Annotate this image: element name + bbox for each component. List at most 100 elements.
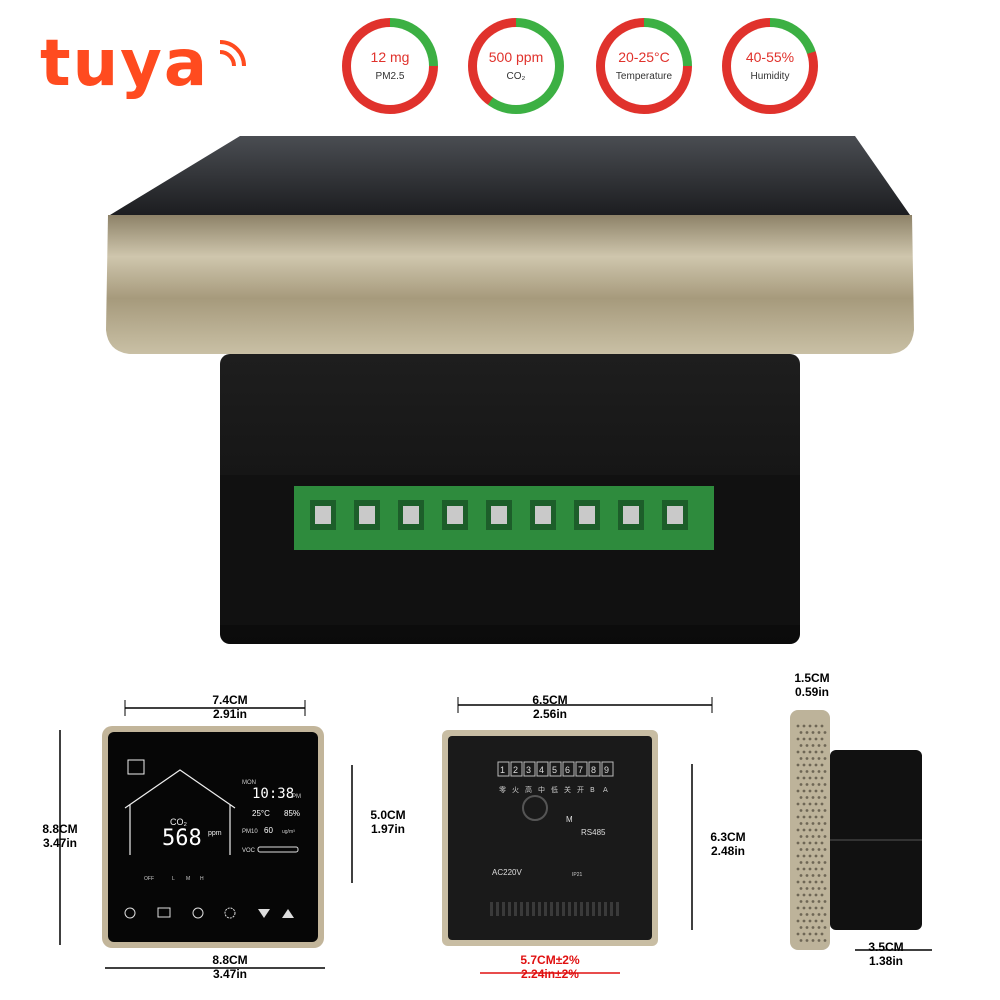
perforation-dot xyxy=(817,783,821,786)
wifi-wave-icon xyxy=(219,40,246,67)
perforation-dot xyxy=(814,919,818,923)
pm10-unit: ug/m³ xyxy=(282,829,295,835)
back-terminal-box xyxy=(588,761,601,777)
perforation-dot xyxy=(820,789,824,793)
perforation-dot xyxy=(796,737,800,741)
perforation-dot xyxy=(799,887,803,890)
settings-icon[interactable] xyxy=(224,907,236,919)
perforation-dot xyxy=(817,822,821,825)
perforation-dot xyxy=(805,939,809,942)
perforation-dot xyxy=(796,880,800,884)
vent-slot xyxy=(604,902,607,916)
vent-slot xyxy=(580,902,583,916)
perforation-dot xyxy=(817,913,821,916)
perforation-dot xyxy=(808,854,812,858)
perforation-dot xyxy=(820,737,824,741)
perforation-dot xyxy=(823,822,827,825)
back-terminal-box xyxy=(562,761,575,777)
day-label: MON xyxy=(242,780,256,786)
back-terminal-number: 2 xyxy=(513,765,518,775)
perforation-dot xyxy=(799,926,803,929)
perforation-dot xyxy=(805,744,809,747)
back-terminal-label: 关 xyxy=(564,785,571,794)
perforation-dot xyxy=(796,919,800,923)
perforation-dot xyxy=(802,750,806,754)
perforation-dot xyxy=(814,906,818,910)
perforation-dot xyxy=(820,724,824,728)
perforation-dot xyxy=(796,815,800,819)
up-arrow-icon[interactable] xyxy=(282,909,294,918)
perforation-dot xyxy=(817,900,821,903)
terminal-screw-head xyxy=(315,506,331,524)
perforation-dot xyxy=(820,893,824,897)
perforation-dot xyxy=(823,835,827,838)
perforation-dot xyxy=(817,926,821,929)
back-terminal-number: 8 xyxy=(591,765,596,775)
back-terminal-number: 1 xyxy=(500,765,505,775)
perforation-dot xyxy=(802,880,806,884)
fan-off: OFF xyxy=(144,876,154,882)
back-terminal-box xyxy=(497,761,510,777)
house-outline xyxy=(124,769,236,809)
back-terminal-number: 3 xyxy=(526,765,531,775)
perforation-dot xyxy=(808,893,812,897)
perforation-dot xyxy=(823,796,827,799)
perforation-dot xyxy=(799,809,803,812)
perforation-dot xyxy=(802,919,806,923)
perforation-dot xyxy=(811,770,815,773)
perforation-dot xyxy=(814,802,818,806)
perforation-dot xyxy=(802,802,806,806)
co2-reading: 568 xyxy=(162,826,202,851)
perforation-dot xyxy=(817,744,821,747)
perforation-dot xyxy=(817,757,821,760)
perforation-dot xyxy=(802,737,806,741)
perforation-dot xyxy=(811,744,815,747)
timer-icon[interactable] xyxy=(192,907,204,919)
perforation-dot xyxy=(796,841,800,845)
perforation-dot xyxy=(823,874,827,877)
perforation-dot xyxy=(814,841,818,845)
perforation-dot xyxy=(823,926,827,929)
perforation-dot xyxy=(802,776,806,780)
perforation-dot xyxy=(817,874,821,877)
perforation-dot xyxy=(805,926,809,929)
perforation-dot xyxy=(823,900,827,903)
terminal-screw-head xyxy=(535,506,551,524)
back-terminal-box xyxy=(549,761,562,777)
perforation-dot xyxy=(811,913,815,916)
co2-unit: ppm xyxy=(208,830,222,837)
vent-slot xyxy=(592,902,595,916)
perforation-dot xyxy=(796,932,800,936)
vent-slot xyxy=(556,902,559,916)
perforation-dot xyxy=(802,841,806,845)
vent-slot xyxy=(598,902,601,916)
book-icon[interactable] xyxy=(157,907,171,918)
perforation-dot xyxy=(808,776,812,780)
perforation-dot xyxy=(817,809,821,812)
perforation-dot xyxy=(820,802,824,806)
perforation-dot xyxy=(814,932,818,936)
perforation-dot xyxy=(808,763,812,767)
perforation-dot xyxy=(805,900,809,903)
perforation-dot xyxy=(820,880,824,884)
perforation-dot xyxy=(820,763,824,767)
down-arrow-icon[interactable] xyxy=(258,909,270,918)
perforation-dot xyxy=(802,828,806,832)
perforation-dot xyxy=(799,744,803,747)
perforation-dot xyxy=(805,887,809,890)
perforation-dot xyxy=(811,835,815,838)
back-terminal-box xyxy=(523,761,536,777)
power-icon[interactable] xyxy=(124,907,136,919)
perforation-dot xyxy=(808,750,812,754)
perforation-dot xyxy=(823,744,827,747)
pm10-value: 60 xyxy=(264,826,273,835)
perforation-dot xyxy=(799,783,803,786)
ring-value: 40-55% xyxy=(745,49,795,65)
perforation-dot xyxy=(802,867,806,871)
perforation-dot xyxy=(808,815,812,819)
back-terminal-label: 中 xyxy=(538,785,545,794)
terminal-screw-head xyxy=(491,506,507,524)
